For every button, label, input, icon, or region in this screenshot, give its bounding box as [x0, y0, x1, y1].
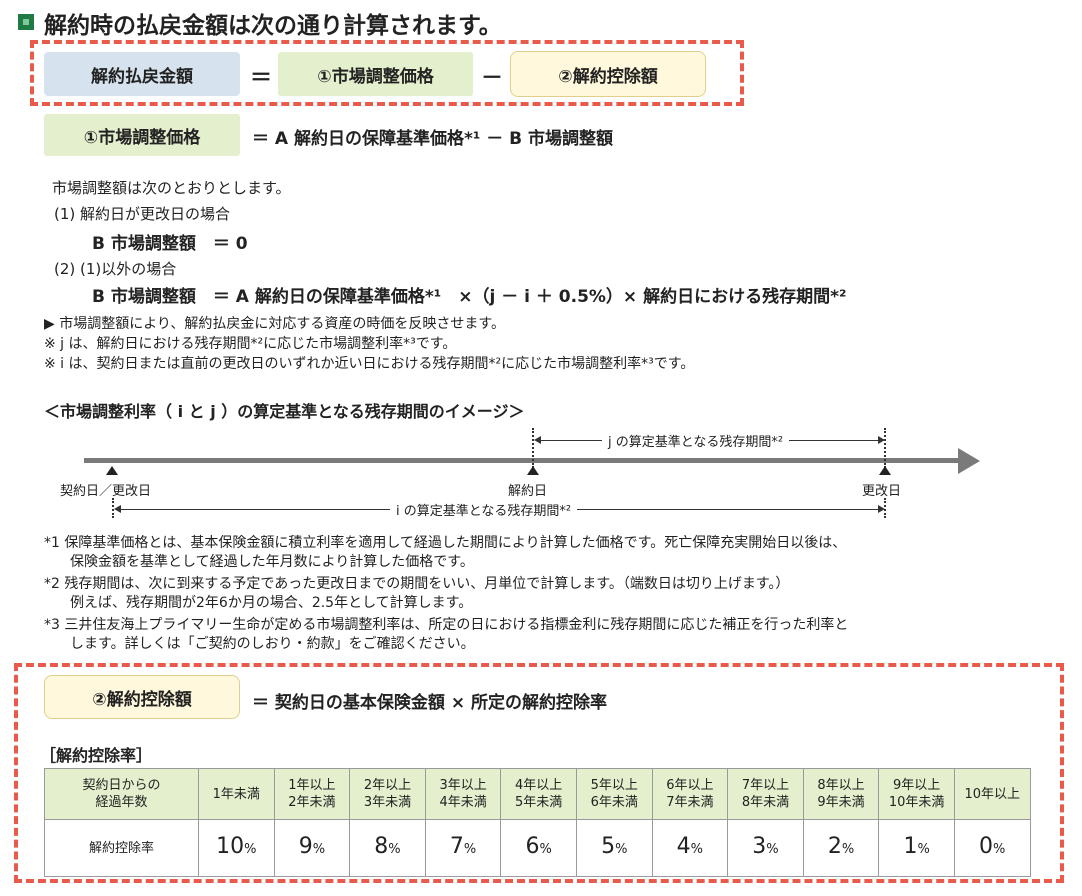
rate-unit: % — [917, 842, 930, 857]
formula1-equals: ＝ — [250, 66, 273, 91]
rate-value: 10 — [216, 834, 245, 859]
rate-unit: % — [766, 842, 779, 857]
rate-cell-4: 6% — [500, 819, 577, 877]
header-elapsed-years: 契約日からの 経過年数 — [44, 768, 199, 820]
footnote-3a: *3 三井住友海上プライマリー生命が定める市場調整利率は、所定の日における指標金… — [44, 617, 849, 633]
timeline-arrow-icon — [958, 448, 980, 474]
point-cancel-label: 解約日 — [508, 484, 548, 499]
formula1-term1: ①市場調整価格 — [278, 52, 473, 96]
j-span-right-arrow-icon — [878, 436, 885, 444]
formula3-rhs: ＝ 契約日の基本保険金額 × 所定の解約控除率 — [252, 693, 607, 713]
rate-unit: % — [388, 842, 401, 857]
rate-unit: % — [539, 842, 552, 857]
header-col-10: 10年以上 — [953, 768, 1031, 820]
rate-value: 9 — [298, 834, 313, 859]
case1-label: (1) 解約日が更改日の場合 — [54, 205, 231, 223]
j-span-end-guide — [884, 428, 886, 468]
note-a-1: ▶ 市場調整額により、解約払戻金に対応する資産の時価を反映させます。 — [44, 316, 505, 332]
header-col-9: 9年以上 10年未満 — [878, 768, 955, 820]
formula3-lhs: ②解約控除額 — [44, 675, 240, 719]
rate-cell-1: 9% — [273, 819, 351, 877]
rate-value: 6 — [525, 834, 540, 859]
rate-value: 3 — [752, 834, 767, 859]
rate-cell-8: 2% — [802, 819, 880, 877]
marker-cancel-icon — [527, 466, 539, 475]
market-adjust-intro: 市場調整額は次のとおりとします。 — [52, 179, 291, 197]
footnote-2b: 例えば、残存期間が2年6か月の場合、2.5年として計算します。 — [70, 595, 473, 611]
header-col-0: 1年未満 — [198, 768, 275, 820]
j-span-label: j の算定基準となる残存期間*² — [602, 431, 790, 450]
table-value-row: 解約控除率 10%9%8%7%6%5%4%3%2%1%0% — [44, 819, 1031, 877]
footnote-1b: 保険金額を基準として経過した年月数により計算した価格です。 — [70, 554, 474, 570]
formula1-term2: ②解約控除額 — [510, 51, 706, 97]
header-col-1: 1年以上 2年未満 — [273, 768, 351, 820]
formula1-lhs: 解約払戻金額 — [44, 52, 240, 96]
marker-renewal-icon — [879, 466, 891, 475]
rate-unit: % — [841, 842, 855, 857]
header-col-5: 5年以上 6年未満 — [575, 768, 653, 820]
header-col-2: 2年以上 3年未満 — [349, 768, 426, 820]
rate-cell-10: 0% — [953, 819, 1031, 877]
point-renewal-label: 更改日 — [862, 484, 902, 499]
case1-formula: B 市場調整額 ＝ 0 — [92, 234, 248, 254]
formula2-lhs: ①市場調整価格 — [44, 114, 240, 156]
title-square-icon — [18, 14, 34, 30]
footnote-3b: します。詳しくは「ご契約のしおり・約款」をご確認ください。 — [70, 636, 475, 652]
rate-value: 8 — [374, 834, 389, 859]
formula1-minus: － — [481, 66, 504, 91]
rate-unit: % — [463, 842, 477, 857]
rate-value: 4 — [676, 834, 691, 859]
rate-cell-0: 10% — [198, 819, 275, 877]
case2-label: (2) (1)以外の場合 — [54, 260, 177, 278]
i-span-label: i の算定基準となる残存期間*² — [390, 500, 578, 519]
formula2-rhs: ＝ A 解約日の保障基準価格*¹ － B 市場調整額 — [252, 129, 614, 149]
footnote-1a: *1 保障基準価格とは、基本保険金額に積立利率を適用して経過した期間により計算し… — [44, 535, 847, 551]
j-span-start-guide — [532, 428, 534, 468]
rate-value: 1 — [903, 834, 918, 859]
rate-cell-9: 1% — [878, 819, 955, 877]
rate-value: 7 — [449, 834, 464, 859]
rate-cell-6: 4% — [651, 819, 729, 877]
rate-unit: % — [993, 842, 1006, 857]
deduction-highlight-frame — [14, 663, 1064, 883]
footnote-2a: *2 残存期間は、次に到来する予定であった更改日までの期間をいい、月単位で計算し… — [44, 576, 790, 592]
formula1-highlight-frame — [30, 40, 744, 106]
header-col-4: 4年以上 5年未満 — [500, 768, 577, 820]
header-col-3: 3年以上 4年未満 — [424, 768, 502, 820]
marker-contract-icon — [106, 466, 118, 475]
rate-cell-2: 8% — [349, 819, 426, 877]
row-label-deduction-rate: 解約控除率 — [44, 819, 199, 877]
rate-unit: % — [244, 842, 257, 857]
j-span-left-arrow-icon — [534, 436, 541, 444]
i-span-end-guide — [884, 498, 886, 518]
case2-formula: B 市場調整額 ＝ A 解約日の保障基準価格*¹ ×（j － i ＋ 0.5%）… — [92, 287, 847, 307]
i-span-start-guide — [112, 498, 114, 518]
rate-unit: % — [615, 842, 628, 857]
point-contract-label: 契約日／更改日 — [60, 484, 152, 499]
page-title: 解約時の払戻金額は次の通り計算されます。 — [44, 13, 502, 39]
rate-unit: % — [690, 842, 704, 857]
i-span-right-arrow-icon — [878, 505, 885, 513]
timeline-axis — [84, 458, 964, 463]
header-col-8: 8年以上 9年未満 — [802, 768, 880, 820]
rate-value: 2 — [827, 834, 842, 859]
timeline-heading: ＜市場調整利率（ i と j ）の算定基準となる残存期間のイメージ＞ — [44, 402, 525, 421]
header-col-6: 6年以上 7年未満 — [651, 768, 729, 820]
rate-unit: % — [312, 842, 326, 857]
rate-cell-5: 5% — [575, 819, 653, 877]
rate-cell-3: 7% — [424, 819, 502, 877]
i-span-left-arrow-icon — [114, 505, 121, 513]
rate-value: 5 — [601, 834, 616, 859]
header-col-7: 7年以上 8年未満 — [727, 768, 804, 820]
rate-cell-7: 3% — [727, 819, 804, 877]
table-title: ［解約控除率］ — [40, 746, 153, 765]
note-a-2: ※ j は、解約日における残存期間*²に応じた市場調整利率*³です。 — [44, 336, 457, 352]
note-a-3: ※ i は、契約日または直前の更改日のいずれか近い日における残存期間*²に応じた… — [44, 356, 695, 372]
rate-value: 0 — [979, 834, 994, 859]
